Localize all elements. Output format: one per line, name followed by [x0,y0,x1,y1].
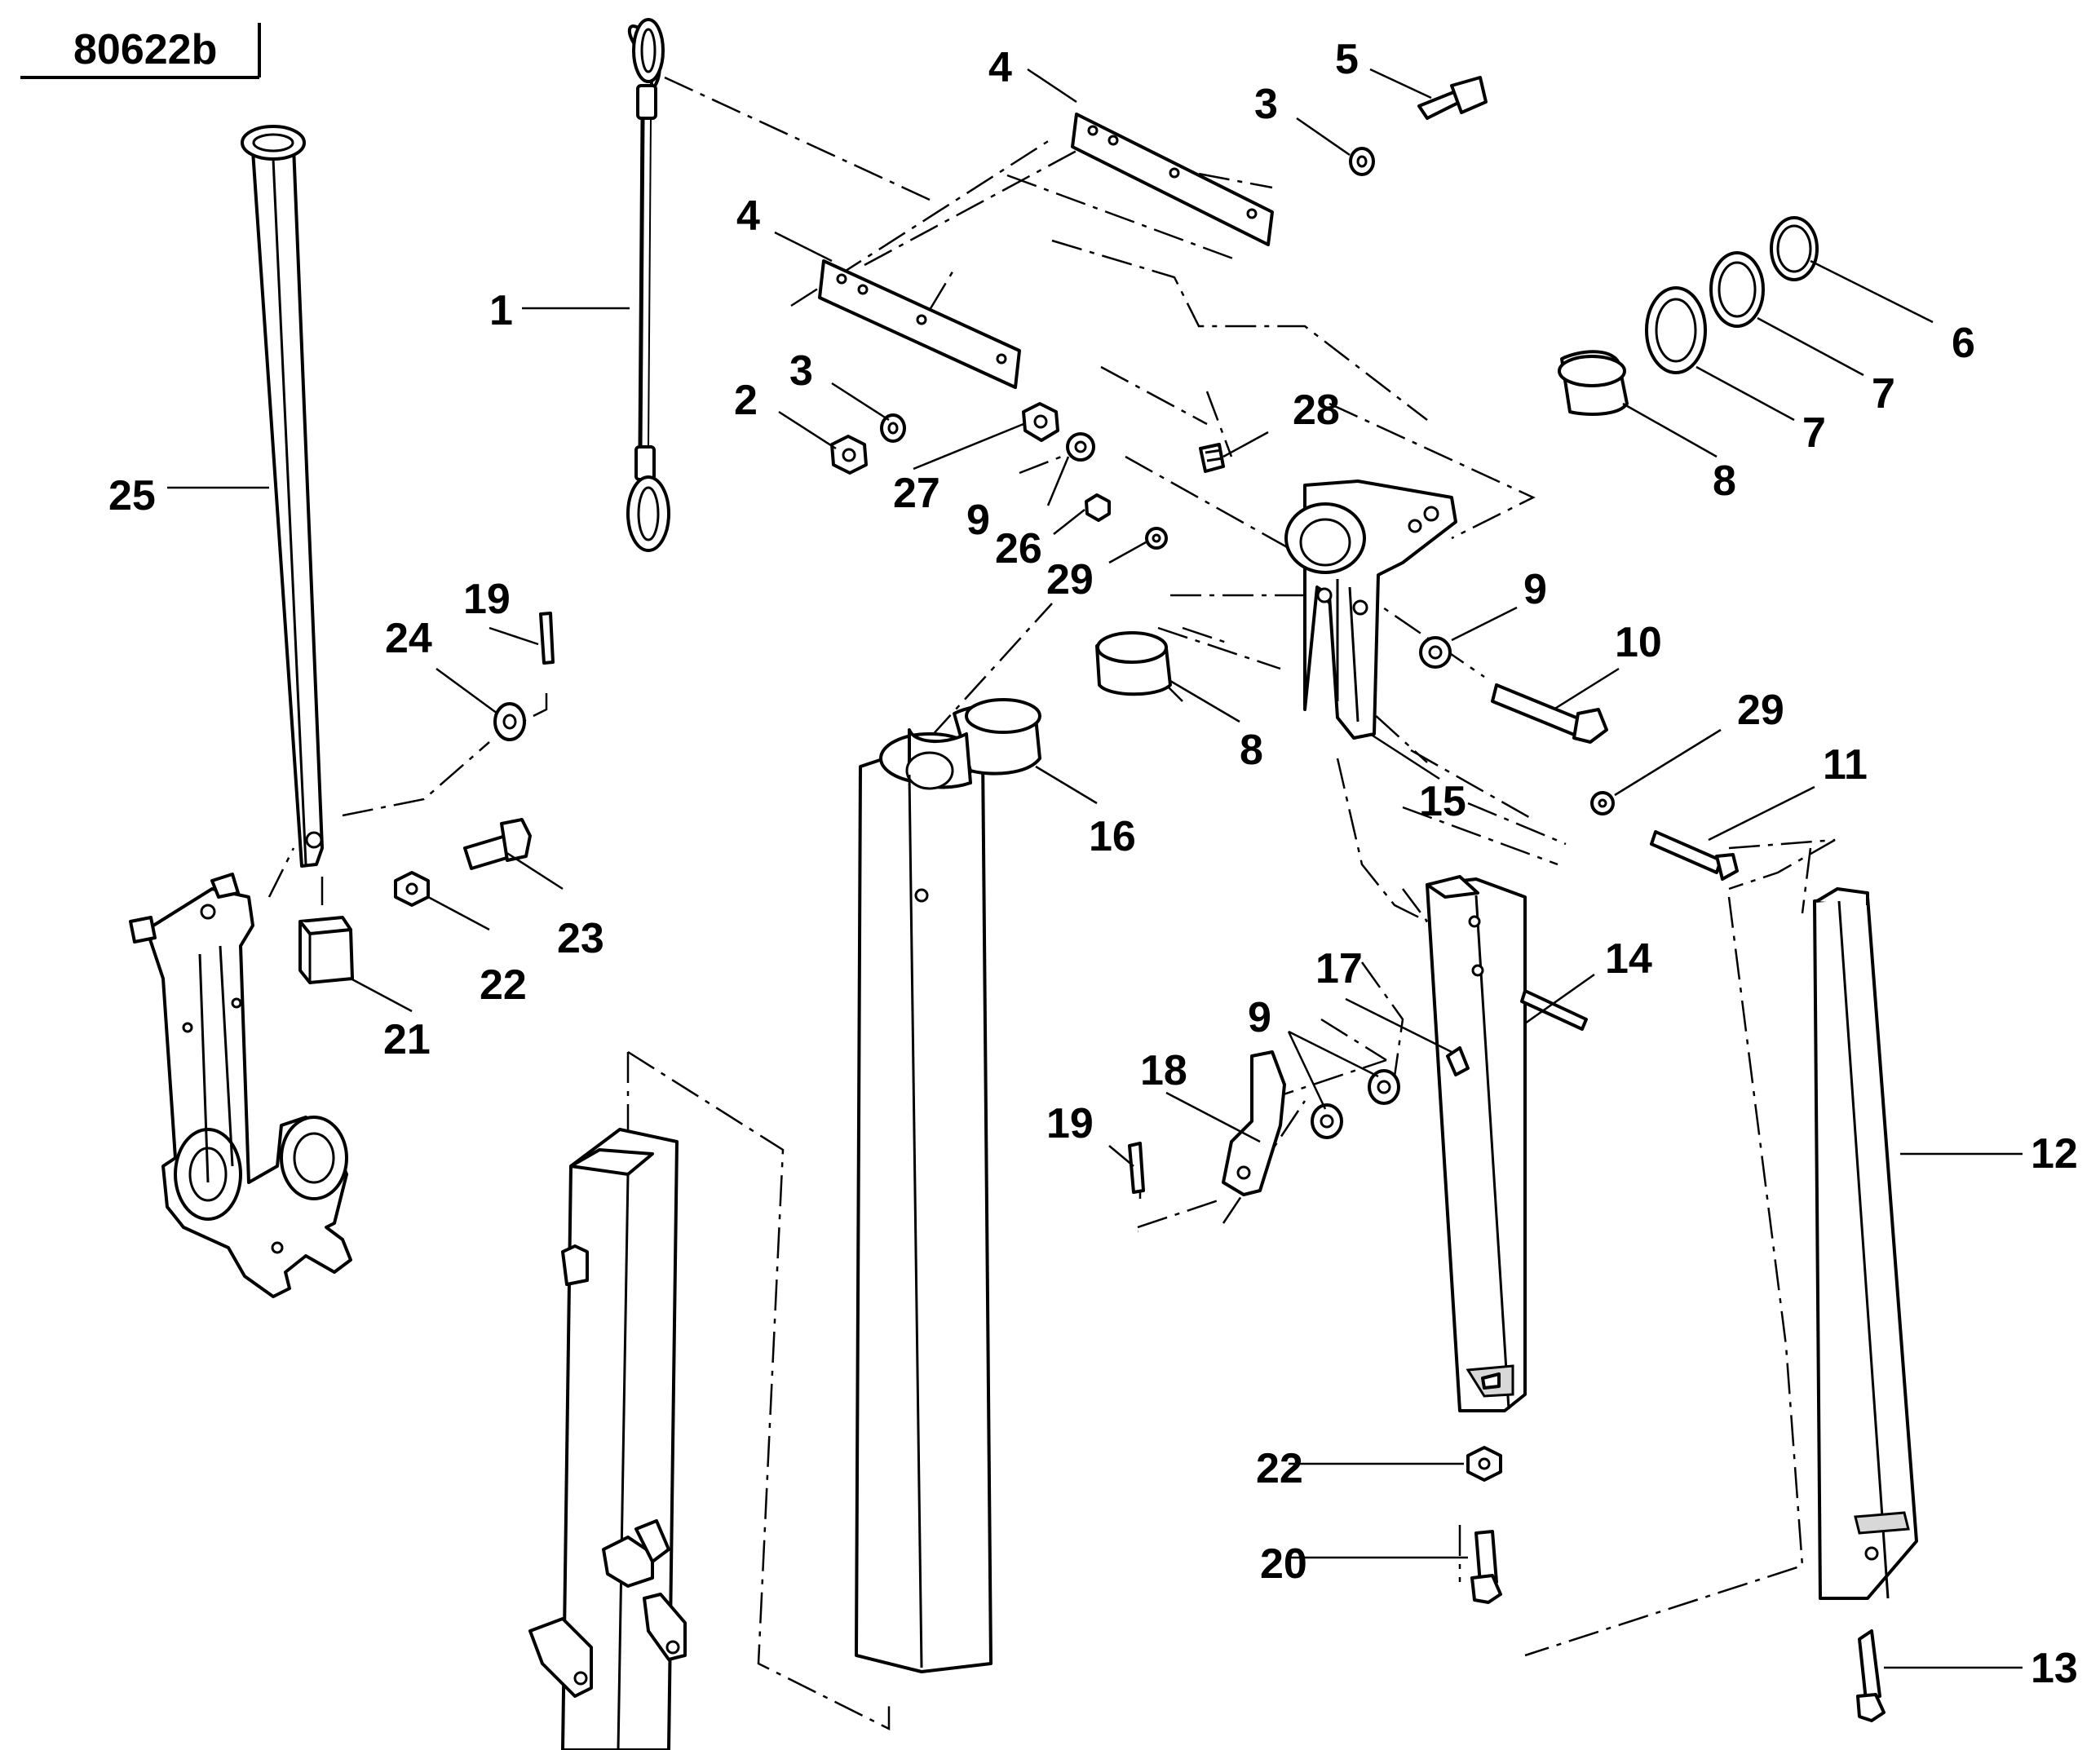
callout-3-lower: 3 [789,347,813,395]
callout-9-middle: 9 [1523,566,1547,613]
callout-9-lower: 9 [1248,994,1271,1041]
leg-tube-12 [1813,887,1918,1600]
callout-14: 14 [1605,935,1652,983]
callout-26: 26 [995,525,1042,572]
callout-24: 24 [385,615,432,662]
rod-25 [241,125,324,868]
callout-19-lower: 19 [1046,1100,1094,1147]
mast-section [528,1128,687,1750]
callout-25: 25 [108,472,156,519]
callout-27: 27 [893,470,940,517]
bolt-5 [1417,76,1488,120]
callout-7-inner: 7 [1802,409,1826,457]
reference-box: 80622b [20,23,261,79]
inner-tube-17 [1426,875,1527,1412]
callout-29-lower: 29 [1737,687,1784,734]
callout-28: 28 [1293,387,1340,434]
callout-5: 5 [1335,36,1359,83]
sleeve-21 [298,916,354,984]
callout-3-upper: 3 [1254,81,1278,128]
callout-10: 10 [1615,619,1662,666]
bolt-23 [463,818,532,870]
callout-19-upper: 19 [463,576,511,623]
callout-4-upper: 4 [988,44,1012,91]
bolt-10 [1491,683,1608,744]
callout-11: 11 [1823,741,1868,789]
callout-labels: 1 2 3 3 4 4 5 6 7 7 8 8 9 9 9 10 11 12 1… [108,36,2078,1692]
callout-22-upper: 22 [480,961,527,1009]
callout-16: 16 [1089,813,1136,860]
pin-19-upper [539,612,555,665]
callout-8-lower: 8 [1240,727,1263,774]
callout-13: 13 [2031,1645,2078,1692]
main-tube-16 [855,698,1041,1673]
screw-13 [1856,1629,1886,1722]
pivot-bracket-15 [1284,479,1457,740]
callout-21: 21 [383,1016,431,1063]
nut-22-lower [1466,1446,1502,1482]
callout-23: 23 [557,915,604,962]
frame-weldment [129,873,352,1298]
snap-ring-6 [1770,216,1819,281]
callout-2: 2 [734,377,758,424]
pin-14 [1520,989,1588,1031]
callout-29-upper: 29 [1046,556,1094,603]
callout-20: 20 [1260,1540,1307,1588]
callout-8-upper: 8 [1713,457,1736,505]
ring-7-inner [1645,286,1707,374]
callout-12: 12 [2031,1130,2078,1178]
callout-4-lower: 4 [736,192,760,240]
grease-fitting-28 [1199,443,1225,473]
callout-22-lower: 22 [1256,1445,1303,1492]
bushing-8-upper [1558,350,1629,416]
callout-6: 6 [1952,320,1975,367]
nut-22-upper [394,871,430,907]
bolt-20 [1470,1530,1502,1604]
callout-17: 17 [1315,945,1363,992]
callout-18: 18 [1140,1047,1187,1094]
cable-assembly [626,18,670,552]
callout-1: 1 [489,287,513,334]
ring-7-outer [1709,251,1765,328]
callout-15: 15 [1419,778,1466,825]
callout-7-outer: 7 [1872,370,1895,418]
nut-2 [830,435,868,475]
latch-18 [1222,1050,1286,1196]
plate-lower [818,259,1021,389]
pin-19-lower [1128,1142,1145,1194]
bushing-8-lower [1095,631,1172,696]
nut-26 [1085,493,1111,522]
reference-number: 80622b [73,26,217,73]
callout-leaders [167,68,2023,1669]
nut-27 [1022,402,1059,442]
plate-upper [1071,113,1274,246]
callout-9-upper: 9 [966,497,990,544]
bolt-11 [1650,830,1739,881]
